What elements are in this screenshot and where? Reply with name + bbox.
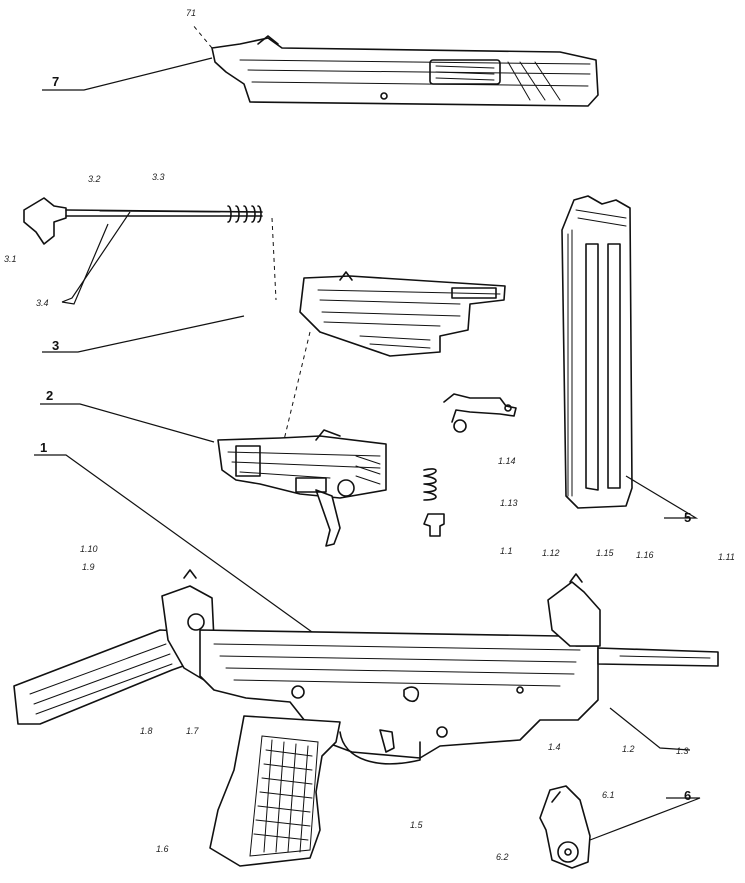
label-trigger-group: 2 <box>46 388 53 403</box>
sear-lever-drawing <box>443 393 517 433</box>
label-part-111b: 1.1 <box>500 546 513 556</box>
spring-rod-drawing <box>23 197 263 245</box>
label-part-115: 1.15 <box>596 548 615 558</box>
label-part-14: 1.4 <box>548 742 561 752</box>
label-bolt: 7 <box>52 74 59 89</box>
pin-drawing <box>423 513 445 537</box>
label-part-15: 1.5 <box>410 820 424 830</box>
rear-sight-drawing <box>539 785 591 869</box>
label-spring-small: 1.13 <box>500 498 518 508</box>
label-rod-sub-3: 3.3 <box>152 172 165 182</box>
label-part-12: 1.2 <box>622 744 635 754</box>
label-part-110: 1.10 <box>80 544 98 554</box>
label-part-18: 1.8 <box>140 726 153 736</box>
label-receiver: 1 <box>40 440 47 455</box>
label-part-116: 1.16 <box>636 550 654 560</box>
label-rod-sub-2: 3.2 <box>88 174 101 184</box>
bolt-body-drawing <box>299 271 506 357</box>
label-part-17: 1.7 <box>186 726 200 736</box>
label-part-19: 1.9 <box>82 562 95 572</box>
label-rod-sub-4: 3.4 <box>36 298 49 308</box>
label-sight: 6 <box>684 788 691 803</box>
callout-labels: 71 7 3.2 3.3 3.1 3.4 3 2 1 1.14 1.13 5 1… <box>4 8 735 862</box>
trigger-group-drawing <box>217 429 387 547</box>
label-magazine: 5 <box>684 510 691 525</box>
bolt-carrier-drawing <box>211 35 599 107</box>
label-sear-lever: 1.14 <box>498 456 516 466</box>
label-part-13: 1.3 <box>676 746 689 756</box>
label-sight-62: 6.2 <box>496 852 509 862</box>
label-part-112: 1.12 <box>542 548 560 558</box>
label-part-16: 1.6 <box>156 844 169 854</box>
label-spring-rod: 3 <box>52 338 59 353</box>
label-bolt-top: 71 <box>186 8 196 18</box>
label-sight-61: 6.1 <box>602 790 615 800</box>
leader-lines <box>34 23 701 841</box>
receiver-drawing <box>13 569 719 867</box>
label-rod-sub-1: 3.1 <box>4 254 17 264</box>
magazine-drawing <box>561 195 633 509</box>
small-spring-drawing <box>423 468 437 501</box>
label-pin: 1.11 <box>718 552 735 562</box>
